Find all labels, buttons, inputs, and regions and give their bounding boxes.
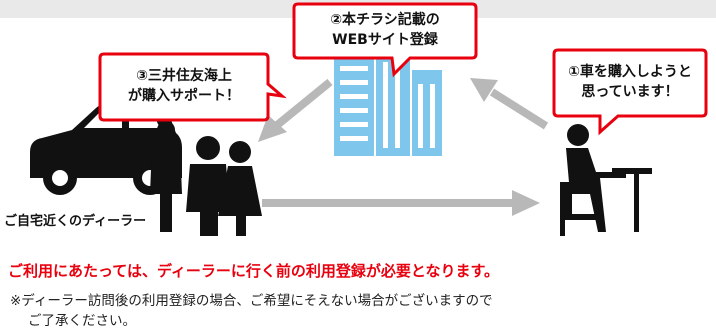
bubble-step1-shape [552,48,708,136]
bubble-step1-line1: ①車を購入しようと [568,64,692,80]
dealer-staff-icon [150,121,262,236]
arrow-to-dealer [258,78,333,142]
registration-notice: ご利用にあたっては、ディーラーに行く前の利用登録が必要となります。 [8,262,499,280]
customer-icon [560,124,652,236]
footnote: ※ディーラー訪問後の利用登録の場合、ご希望にそえない場合がございますので ご了承… [10,291,710,331]
bubble-step3-shape [98,52,287,122]
bubble-step2-line1: ②本チラシ記載の [330,12,440,28]
footnote-line2: ご了承ください。 [28,313,136,329]
arrow-to-customer [262,190,540,216]
bubble-step2-line2: WEBサイト登録 [332,32,438,48]
bubble-step2: ②本チラシ記載の WEBサイト登録 [294,10,476,50]
bubble-step1: ①車を購入しようと 思っています！ [554,62,706,102]
bubble-step2-shape [292,2,478,78]
bubble-step3-line1: ③三井住友海上 [136,68,232,84]
dealer-label: ご自宅近くのディーラー [4,214,147,229]
arrow-to-website [470,78,549,130]
footnote-line1: ※ディーラー訪問後の利用登録の場合、ご希望にそえない場合がございますので [10,293,493,309]
arrows [258,78,549,216]
bubble-step1-line2: 思っています！ [581,84,679,100]
website-building-icon [334,50,442,156]
bubble-step3-line2: が購入サポート！ [128,88,240,104]
bubble-step3: ③三井住友海上 が購入サポート！ [100,66,268,106]
